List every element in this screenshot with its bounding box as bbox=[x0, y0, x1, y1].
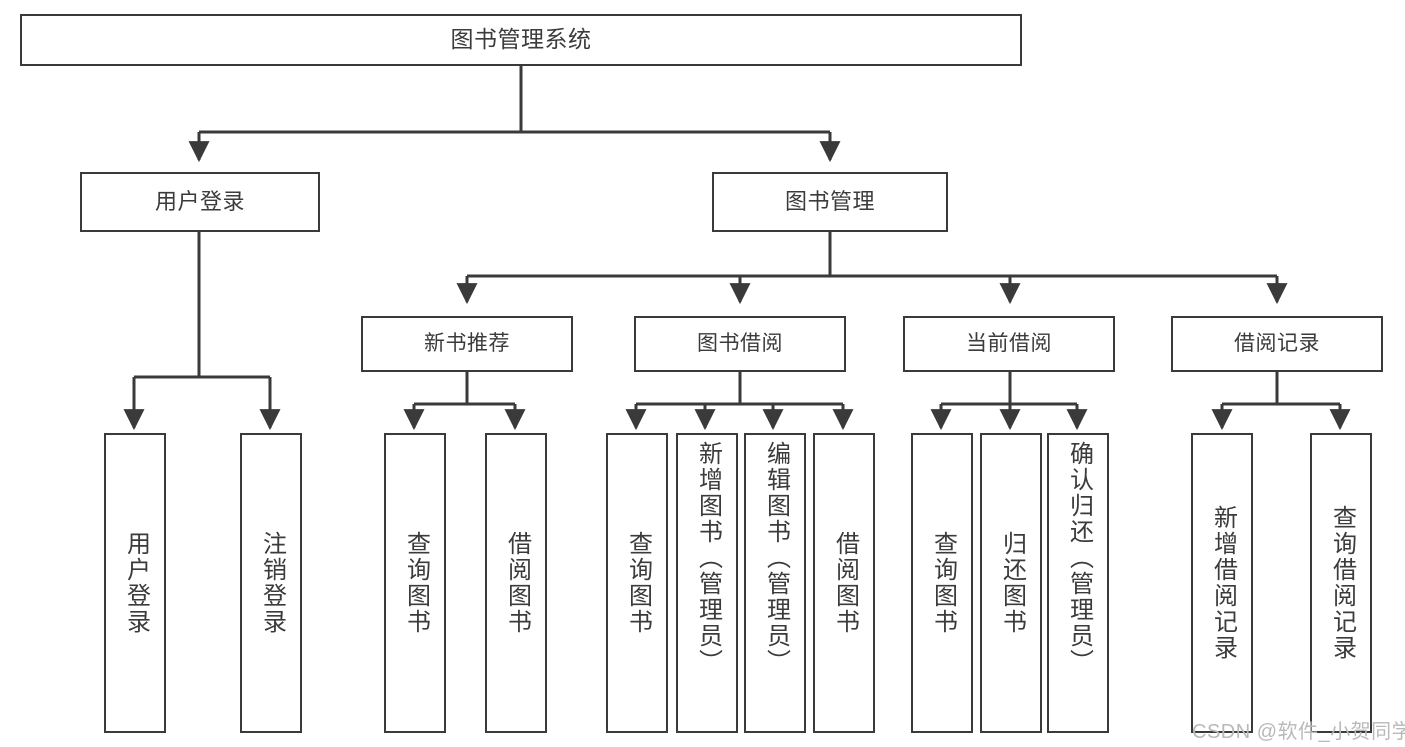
leaf-label: 新增借阅记录 bbox=[1209, 505, 1237, 661]
leaf-add-book-admin[interactable]: 新增图书（管理员） bbox=[676, 433, 738, 733]
node-user-login[interactable]: 用户登录 bbox=[80, 172, 320, 232]
leaf-label: 新增图书（管理员） bbox=[694, 441, 722, 675]
leaf-add-borrow-record[interactable]: 新增借阅记录 bbox=[1191, 433, 1253, 733]
leaf-label: 查询借阅记录 bbox=[1328, 505, 1356, 661]
node-book-management[interactable]: 图书管理 bbox=[712, 172, 948, 232]
leaf-query-book-borrow[interactable]: 查询图书 bbox=[606, 433, 668, 733]
leaf-query-book-current[interactable]: 查询图书 bbox=[911, 433, 973, 733]
leaf-label: 用户登录 bbox=[122, 531, 150, 635]
node-current-borrow[interactable]: 当前借阅 bbox=[903, 316, 1115, 372]
leaf-label: 查询图书 bbox=[402, 531, 430, 635]
leaf-label: 编辑图书（管理员） bbox=[762, 441, 790, 675]
node-label: 用户登录 bbox=[154, 188, 245, 214]
leaf-label: 借阅图书 bbox=[503, 531, 531, 635]
node-label: 新书推荐 bbox=[424, 332, 510, 356]
leaf-user-login[interactable]: 用户登录 bbox=[104, 433, 166, 733]
leaf-edit-book-admin[interactable]: 编辑图书（管理员） bbox=[744, 433, 806, 733]
leaf-borrow-book-recommend[interactable]: 借阅图书 bbox=[485, 433, 547, 733]
node-label: 图书管理 bbox=[784, 188, 875, 214]
node-label: 当前借阅 bbox=[966, 332, 1052, 356]
node-label: 图书管理系统 bbox=[450, 26, 592, 53]
leaf-label: 借阅图书 bbox=[831, 531, 859, 635]
leaf-label: 查询图书 bbox=[624, 531, 652, 635]
leaf-label: 确认归还（管理员） bbox=[1065, 441, 1093, 675]
csdn-watermark: CSDN @软件_小贺同学 bbox=[1192, 721, 1405, 743]
leaf-logout-login[interactable]: 注销登录 bbox=[240, 433, 302, 733]
leaf-label: 归还图书 bbox=[998, 531, 1026, 635]
leaf-query-book-recommend[interactable]: 查询图书 bbox=[384, 433, 446, 733]
leaf-confirm-return-admin[interactable]: 确认归还（管理员） bbox=[1047, 433, 1109, 733]
leaf-query-borrow-record[interactable]: 查询借阅记录 bbox=[1310, 433, 1372, 733]
node-label: 图书借阅 bbox=[697, 332, 783, 356]
node-new-book-recommend[interactable]: 新书推荐 bbox=[361, 316, 573, 372]
leaf-return-book[interactable]: 归还图书 bbox=[980, 433, 1042, 733]
leaf-label: 查询图书 bbox=[929, 531, 957, 635]
leaf-borrow-book[interactable]: 借阅图书 bbox=[813, 433, 875, 733]
leaf-label: 注销登录 bbox=[258, 531, 286, 635]
node-root-book-management-system[interactable]: 图书管理系统 bbox=[20, 14, 1022, 66]
node-book-borrow[interactable]: 图书借阅 bbox=[634, 316, 846, 372]
node-borrow-record[interactable]: 借阅记录 bbox=[1171, 316, 1383, 372]
node-label: 借阅记录 bbox=[1234, 332, 1320, 356]
